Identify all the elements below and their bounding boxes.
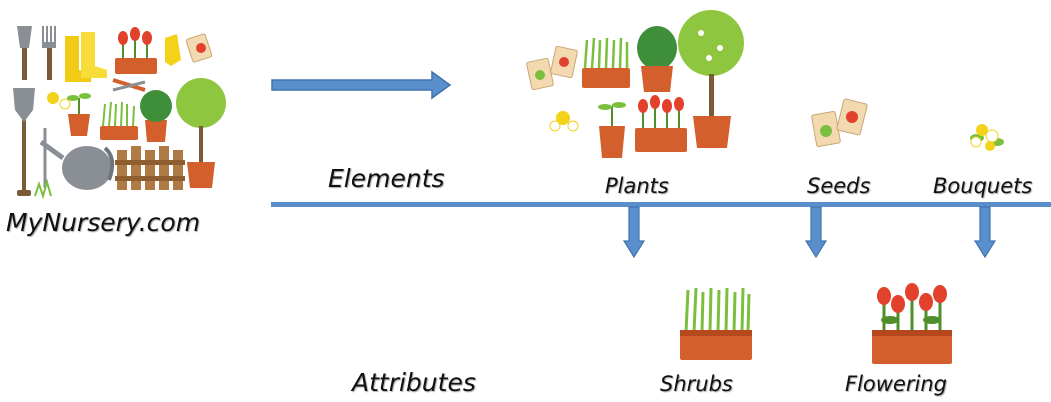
attribute-label-flowering: Flowering — [845, 372, 947, 396]
potted-plants-group-icon — [526, 10, 744, 158]
shovel-icon — [13, 88, 35, 196]
grass-planter-small-icon — [100, 101, 138, 140]
right-arrow — [271, 70, 452, 100]
garden-tools-illustration — [13, 26, 226, 200]
down-arrow-seeds — [804, 206, 828, 259]
seed-packet-small-icon — [185, 33, 213, 63]
glove-icon — [165, 34, 181, 66]
topiary-tree-icon — [176, 78, 226, 188]
trowel-icon — [17, 26, 32, 80]
elements-divider-line — [271, 202, 1051, 207]
daisy-flowers-icon — [47, 92, 71, 110]
grass-planter-icon — [680, 287, 752, 360]
down-arrow-plants — [622, 206, 646, 259]
flower-bouquet-icon — [970, 124, 1004, 151]
element-label-seeds: Seeds — [807, 174, 871, 198]
logo-text: MyNursery.com — [6, 208, 201, 237]
seed-packets-icon — [811, 98, 868, 148]
grass-tuft-icon — [34, 178, 52, 200]
down-arrow-bouquets — [973, 206, 997, 259]
rubber-boots-icon — [65, 32, 107, 82]
wooden-fence-icon — [115, 146, 185, 190]
elements-row-label: Elements — [328, 164, 445, 193]
element-label-plants: Plants — [605, 174, 669, 198]
shrub-pot-icon — [140, 90, 172, 142]
pruning-shears-icon — [112, 78, 146, 92]
attributes-row-label: Attributes — [352, 368, 476, 397]
tulip-planter-icon — [872, 283, 952, 364]
attribute-label-shrubs: Shrubs — [660, 372, 733, 396]
hand-fork-icon — [42, 26, 56, 80]
watering-can-icon — [39, 128, 115, 190]
element-label-bouquets: Bouquets — [933, 174, 1033, 198]
tulip-planter-small-icon — [115, 27, 157, 74]
seedling-pot-icon — [67, 93, 91, 136]
